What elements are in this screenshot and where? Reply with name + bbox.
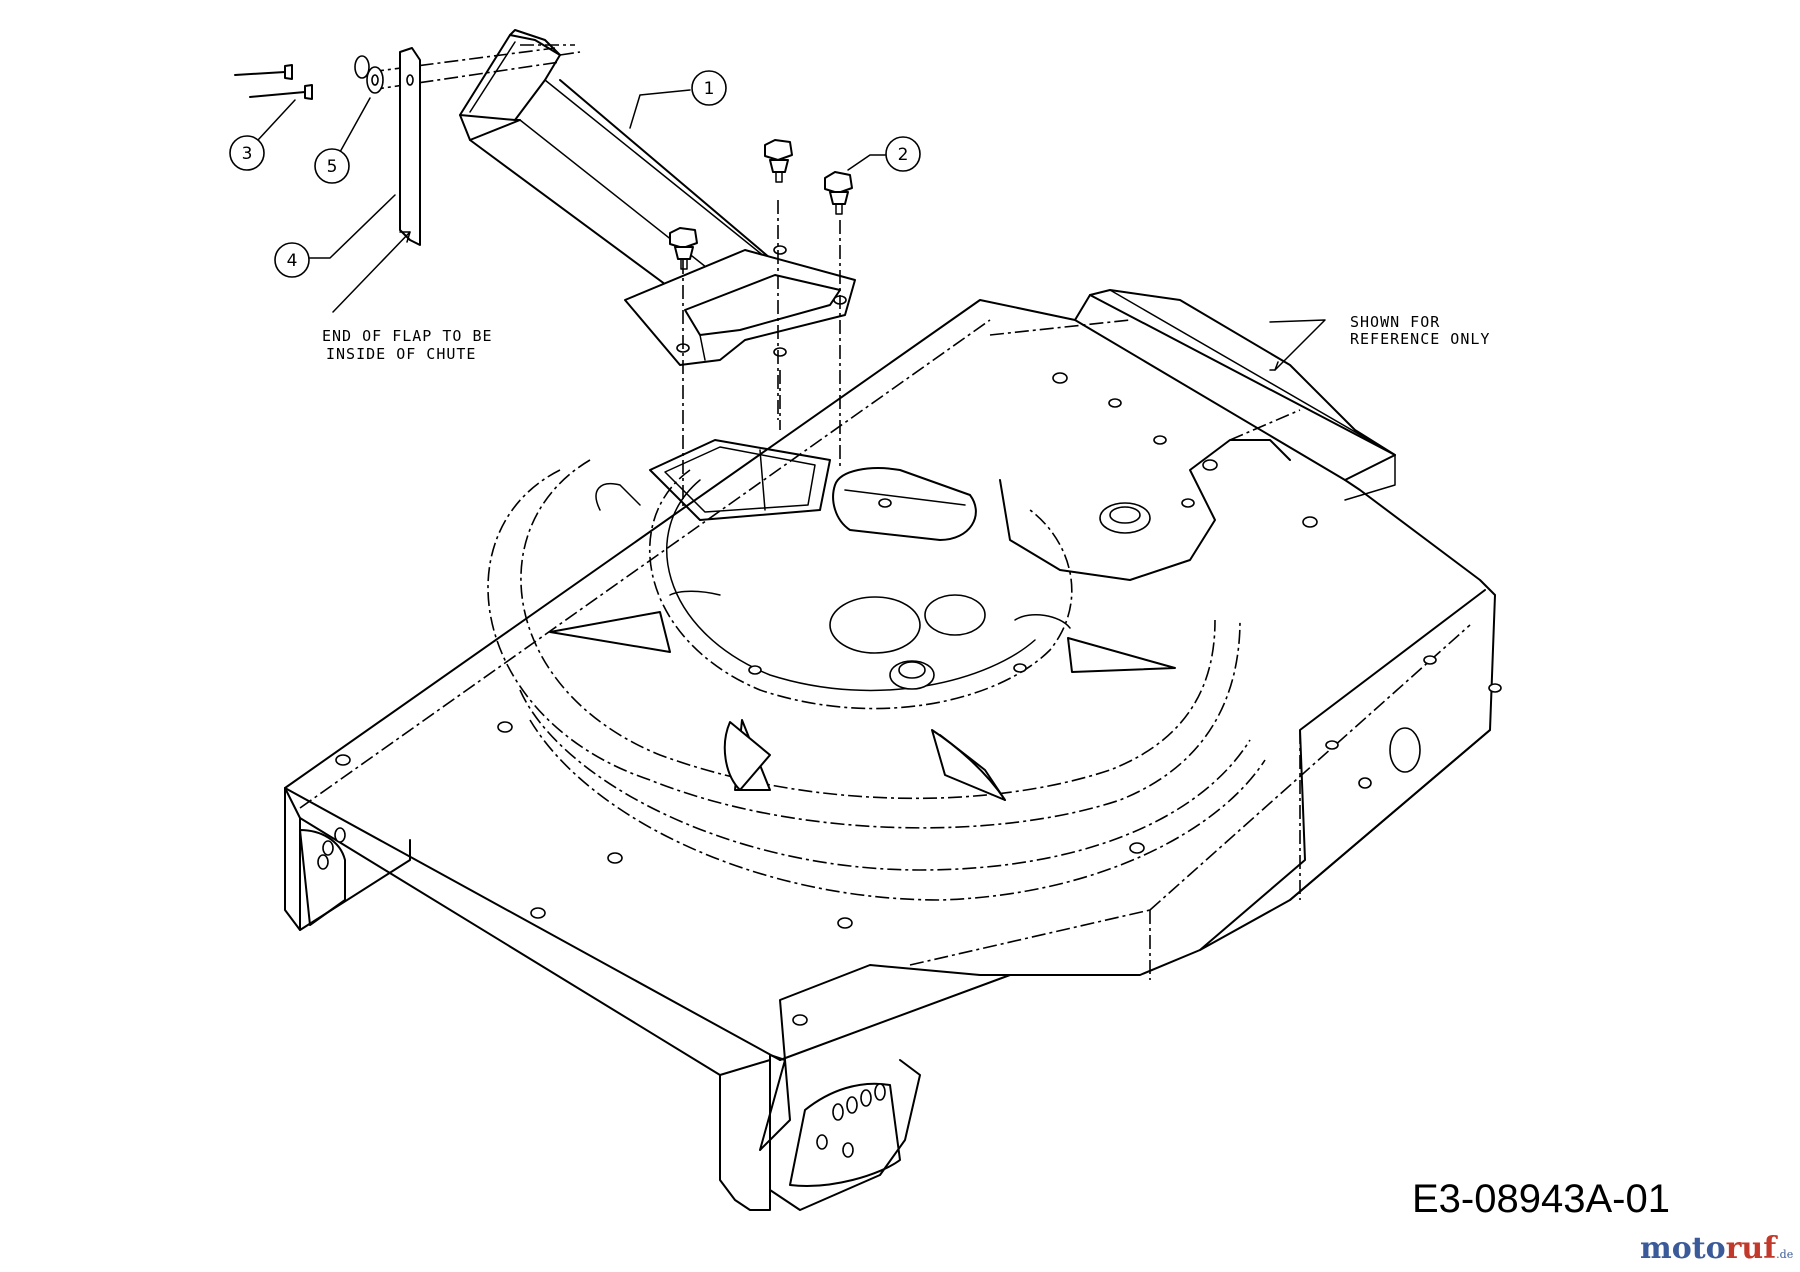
callout-3: 3 <box>229 99 296 171</box>
svg-text:2: 2 <box>898 145 909 165</box>
drawing-code: E3-08943A-01 <box>1412 1177 1670 1221</box>
washers-part-5 <box>354 55 384 94</box>
reference-note-line-1: SHOWN FOR <box>1350 313 1440 331</box>
flap-note: END OF FLAP TO BE INSIDE OF CHUTE <box>322 231 493 363</box>
svg-text:motoruf.de: motoruf.de <box>1640 1231 1793 1266</box>
flap-note-line-2: INSIDE OF CHUTE <box>326 345 476 363</box>
bolts-part-2 <box>669 139 853 270</box>
watermark-suffix: .de <box>1776 1248 1793 1261</box>
callouts: 1 2 3 4 5 <box>229 70 921 278</box>
flap-note-line-1: END OF FLAP TO BE <box>322 327 493 345</box>
svg-text:1: 1 <box>704 79 715 99</box>
callout-2: 2 <box>847 136 921 172</box>
reference-note-line-2: REFERENCE ONLY <box>1350 330 1490 348</box>
svg-text:4: 4 <box>287 251 298 271</box>
rivets-part-3 <box>234 64 313 100</box>
callout-1: 1 <box>629 70 727 129</box>
callout-5: 5 <box>314 97 371 184</box>
watermark-logo: motoruf.de <box>1640 1231 1793 1266</box>
flap-part-4 <box>399 47 421 246</box>
mower-deck <box>284 289 1502 1211</box>
svg-text:5: 5 <box>327 157 338 177</box>
watermark-part-1: moto <box>1640 1231 1726 1266</box>
discharge-chute-part-1 <box>459 29 856 366</box>
bolt <box>824 171 853 215</box>
bolt <box>764 139 793 183</box>
svg-text:3: 3 <box>242 144 253 164</box>
callout-4: 4 <box>274 194 396 278</box>
bolt <box>669 227 698 270</box>
watermark-part-2: ruf <box>1726 1231 1779 1266</box>
reference-note: SHOWN FOR REFERENCE ONLY <box>1269 313 1490 371</box>
